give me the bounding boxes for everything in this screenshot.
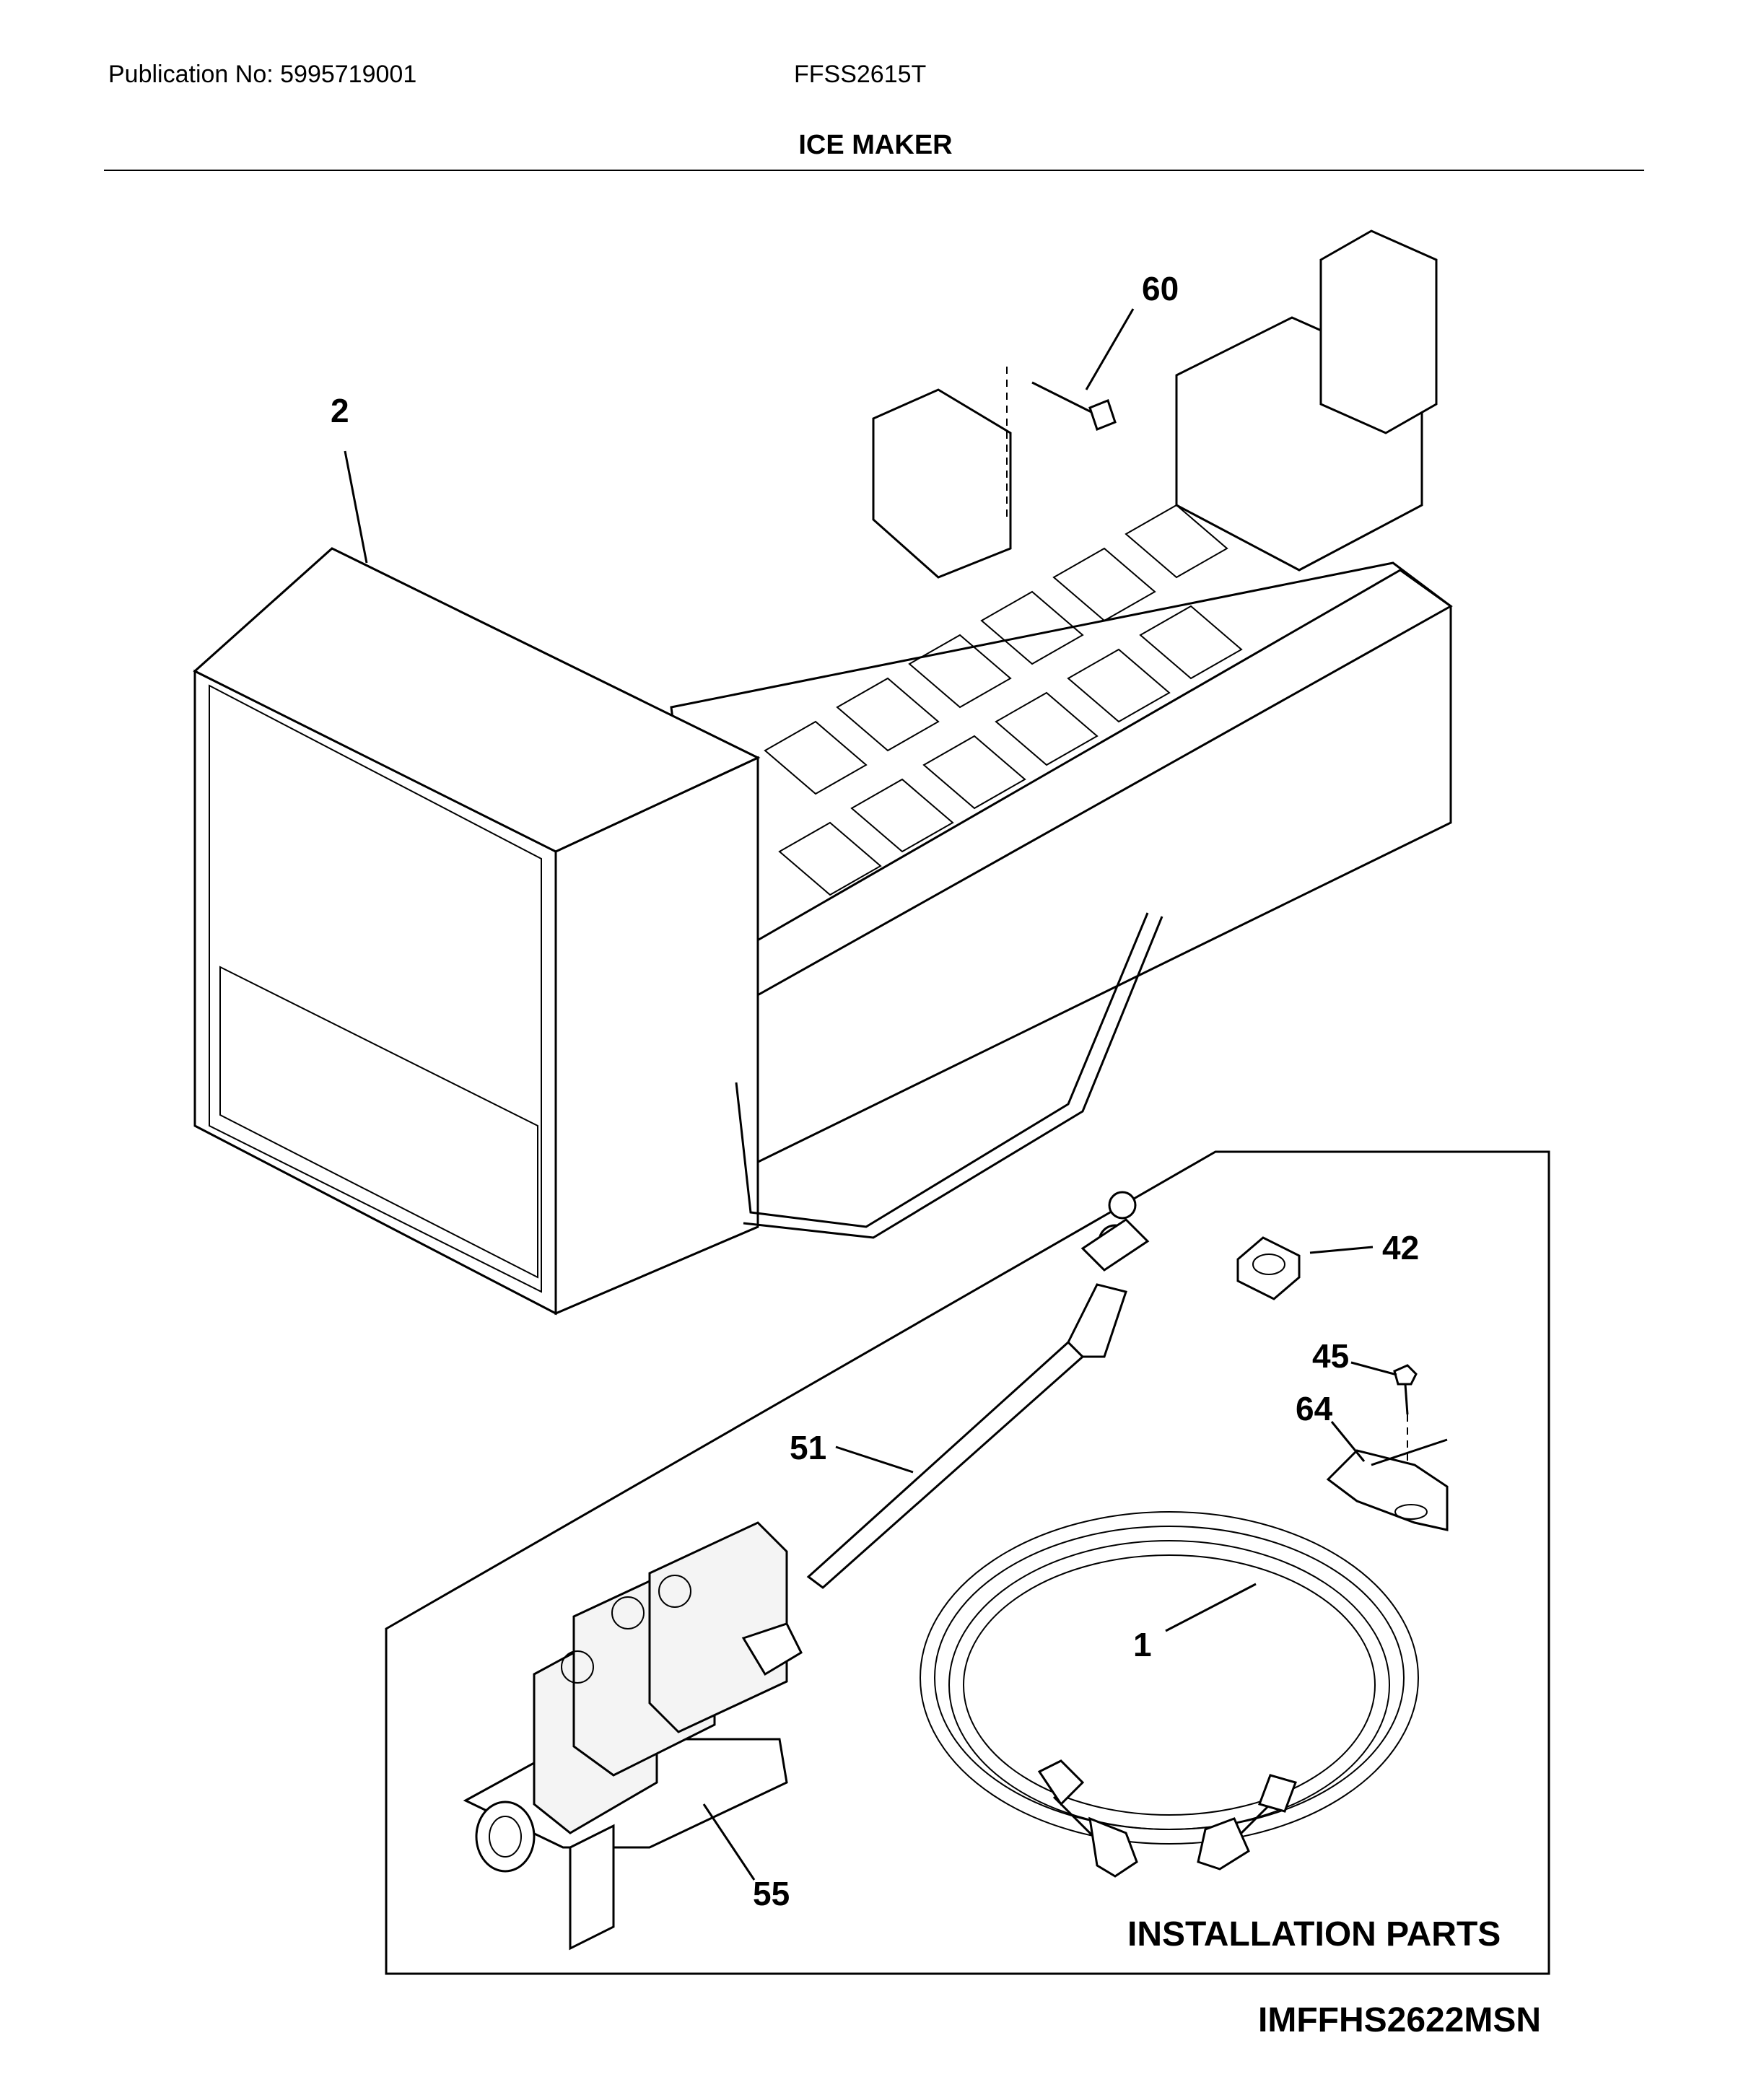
- model-number: FFSS2615T: [794, 61, 927, 88]
- header-rule: [104, 170, 1644, 171]
- callout-55: 55: [753, 1875, 790, 1912]
- installation-parts-label: INSTALLATION PARTS: [1127, 1915, 1501, 1954]
- callout-64: 64: [1296, 1390, 1333, 1427]
- callout-2: 2: [331, 392, 349, 429]
- clip-42: [1236, 1236, 1301, 1300]
- water-valve-55: [463, 1521, 803, 1951]
- fill-tube-51: [806, 1191, 1150, 1589]
- diagram-code: IMFFHS2622MSN: [1258, 2001, 1541, 2039]
- clamp-64: [1326, 1438, 1449, 1531]
- callout-51: 51: [790, 1429, 826, 1466]
- section-title: ICE MAKER: [798, 130, 953, 160]
- callout-45: 45: [1312, 1337, 1349, 1375]
- screw-45: [1393, 1364, 1418, 1472]
- ejector-fingers: [764, 504, 1243, 896]
- publication-number: Publication No: 5995719001: [108, 61, 417, 88]
- installation-parts-frame: [385, 1150, 1550, 1975]
- water-tubing-1: [920, 1511, 1419, 1878]
- ice-maker-assembly: [193, 229, 1453, 1316]
- leader-lines: [344, 308, 1397, 1881]
- callout-1: 1: [1133, 1626, 1152, 1663]
- callout-60: 60: [1142, 270, 1179, 307]
- callout-42: 42: [1382, 1229, 1419, 1266]
- screw-60: [1006, 367, 1117, 520]
